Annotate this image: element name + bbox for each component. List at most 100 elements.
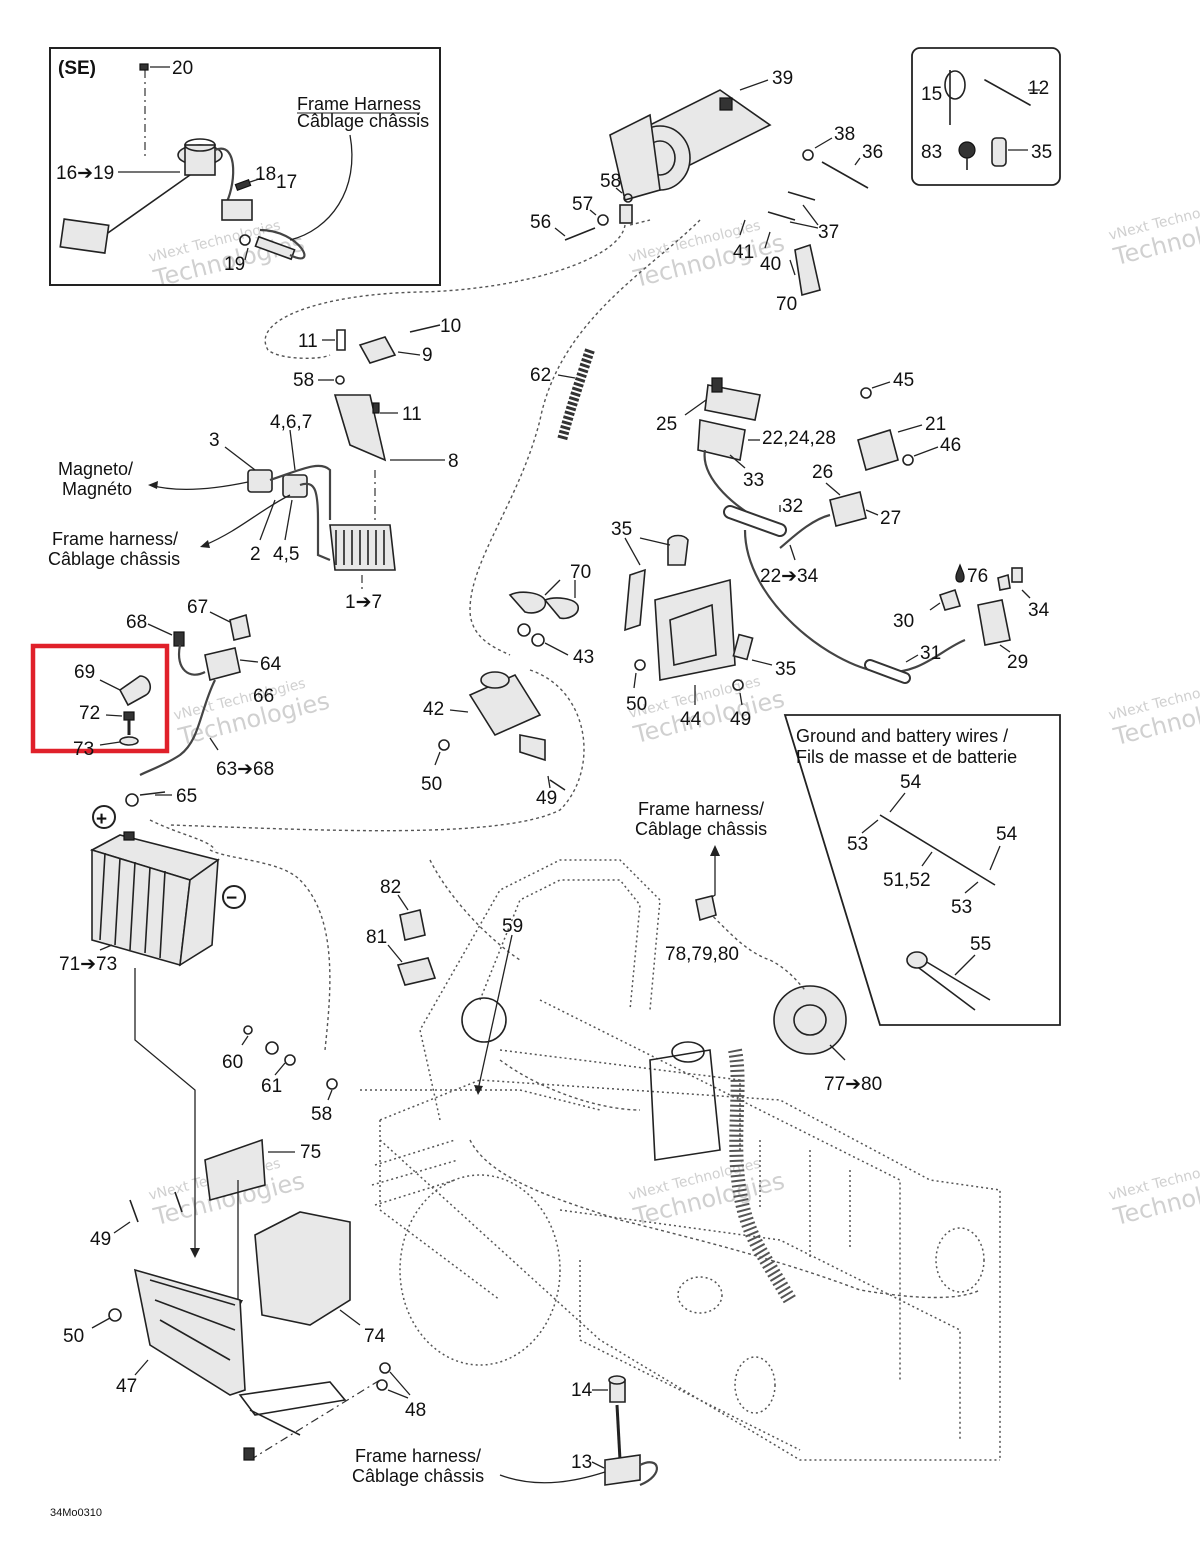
drawing-number: 34Mo0310 [50, 1507, 102, 1519]
callout-3: 3 [209, 430, 220, 451]
callout-70a: 70 [776, 294, 797, 315]
callout-60: 60 [222, 1052, 243, 1073]
callout-49b: 49 [730, 709, 751, 730]
inset-se-box [49, 47, 441, 286]
callout-21: 21 [925, 414, 946, 435]
inset-ground-battery-wires: Ground and battery wires / Fils de masse… [783, 714, 1061, 1026]
inset-se-title: (SE) [58, 58, 96, 79]
callout-20: 20 [172, 58, 193, 79]
battery: + − 71➔73 [59, 805, 331, 1258]
callout-48: 48 [405, 1400, 426, 1421]
caption-frame-harness2-fr: Câblage châssis [635, 819, 767, 839]
callout-45: 45 [893, 370, 914, 391]
regulator-assembly: 11 10 9 58 11 8 1➔7 3 4,6,7 2 4,5 Magnet… [48, 316, 461, 613]
callout-27: 27 [880, 508, 901, 529]
highlight-terminal-parts[interactable]: 69 72 73 [30, 643, 170, 760]
callout-49a: 49 [536, 788, 557, 809]
callout-16-19: 16➔19 [56, 163, 114, 184]
callout-62: 62 [530, 365, 551, 386]
callout-61: 61 [261, 1076, 282, 1097]
callout-50c: 50 [63, 1326, 84, 1347]
callout-56: 56 [530, 212, 551, 233]
negative-symbol: − [226, 888, 237, 909]
callout-1-7: 1➔7 [345, 592, 382, 613]
caption-frame-harness1-en: Frame harness/ [52, 529, 178, 549]
callout-31: 31 [920, 643, 941, 664]
callout-83: 83 [921, 142, 942, 163]
callout-30: 30 [893, 611, 914, 632]
caption-frame-harness3-en: Frame harness/ [355, 1446, 481, 1466]
callout-71-73: 71➔73 [59, 954, 117, 975]
callout-50b: 50 [626, 694, 647, 715]
callout-64: 64 [260, 654, 282, 675]
callout-65: 65 [176, 786, 197, 807]
inset-se: (SE) 20 16➔19 18 17 19 Frame Harness Câb… [49, 47, 441, 286]
callout-2: 2 [250, 544, 261, 565]
callout-35a: 35 [1031, 142, 1052, 163]
callout-10: 10 [440, 316, 461, 337]
callout-38: 38 [834, 124, 855, 145]
callout-12: 12 [1028, 78, 1049, 99]
callout-50a: 50 [421, 774, 442, 795]
callout-34: 34 [1028, 600, 1050, 621]
callout-4-5: 4,5 [273, 544, 299, 565]
callout-69: 69 [74, 662, 95, 683]
callout-53b: 53 [951, 897, 972, 918]
callout-70b: 70 [570, 562, 591, 583]
callout-35c: 35 [775, 659, 796, 680]
callout-58b: 58 [293, 370, 314, 391]
callout-33: 33 [743, 470, 764, 491]
wire-starter-cable [469, 219, 701, 656]
terminal-washer-73[interactable] [119, 736, 139, 746]
callout-82: 82 [380, 877, 401, 898]
callout-39: 39 [772, 68, 793, 89]
highlight-box[interactable] [30, 643, 170, 754]
callout-68: 68 [126, 612, 147, 633]
positive-symbol: + [96, 809, 107, 830]
caption-magneto-fr: Magnéto [62, 479, 132, 499]
callout-47: 47 [116, 1376, 137, 1397]
callout-63-68: 63➔68 [216, 759, 274, 780]
battery-cable-assembly: 67 68 64 66 63➔68 65 [125, 597, 282, 807]
callout-8: 8 [448, 451, 459, 472]
callout-15: 15 [921, 84, 942, 105]
callout-49c: 49 [90, 1229, 111, 1250]
chassis-frame [360, 859, 1001, 1461]
callout-40: 40 [760, 254, 781, 275]
caption-ground-en: Ground and battery wires / [796, 726, 1008, 746]
callout-58c: 58 [311, 1104, 332, 1125]
callout-35b: 35 [611, 519, 632, 540]
callout-29: 29 [1007, 652, 1028, 673]
callout-72: 72 [79, 703, 100, 724]
callout-18: 18 [255, 164, 276, 185]
caption-frame-harness2-en: Frame harness/ [638, 799, 764, 819]
caption-ground-fr: Fils de masse et de batterie [796, 747, 1017, 767]
caption-frame-harness3-fr: Câblage châssis [352, 1466, 484, 1486]
inset-fasteners: 15 12 83 35 [911, 47, 1061, 186]
terminal-bolt-72[interactable] [123, 711, 135, 721]
module-bracket-assembly: 35 50 44 49 35 [611, 519, 796, 730]
callout-41: 41 [733, 242, 754, 263]
callout-22-34: 22➔34 [760, 566, 819, 587]
callout-59: 59 [502, 916, 523, 937]
callout-76: 76 [967, 566, 988, 587]
terminal-cap-69[interactable] [118, 675, 152, 707]
wire-harness-top [264, 224, 626, 359]
callout-55: 55 [970, 934, 991, 955]
callout-53a: 53 [847, 834, 868, 855]
inset-frame-harness-en: Frame Harness [297, 94, 421, 114]
callout-74: 74 [364, 1326, 386, 1347]
callout-77-80: 77➔80 [824, 1074, 882, 1095]
callout-66: 66 [253, 686, 274, 707]
callout-81: 81 [366, 927, 387, 948]
callout-25: 25 [656, 414, 677, 435]
callout-19: 19 [224, 254, 245, 275]
callout-46: 46 [940, 435, 961, 456]
callout-51-52: 51,52 [883, 870, 931, 891]
inset-ground-box [783, 714, 1061, 1026]
wire-sleeve-62: 62 [530, 348, 595, 442]
lower-callouts: 82 81 59 78,79,80 77➔80 60 61 58 75 49 5… [63, 877, 882, 1487]
negative-terminal-icon [222, 885, 246, 909]
callout-14: 14 [571, 1380, 593, 1401]
